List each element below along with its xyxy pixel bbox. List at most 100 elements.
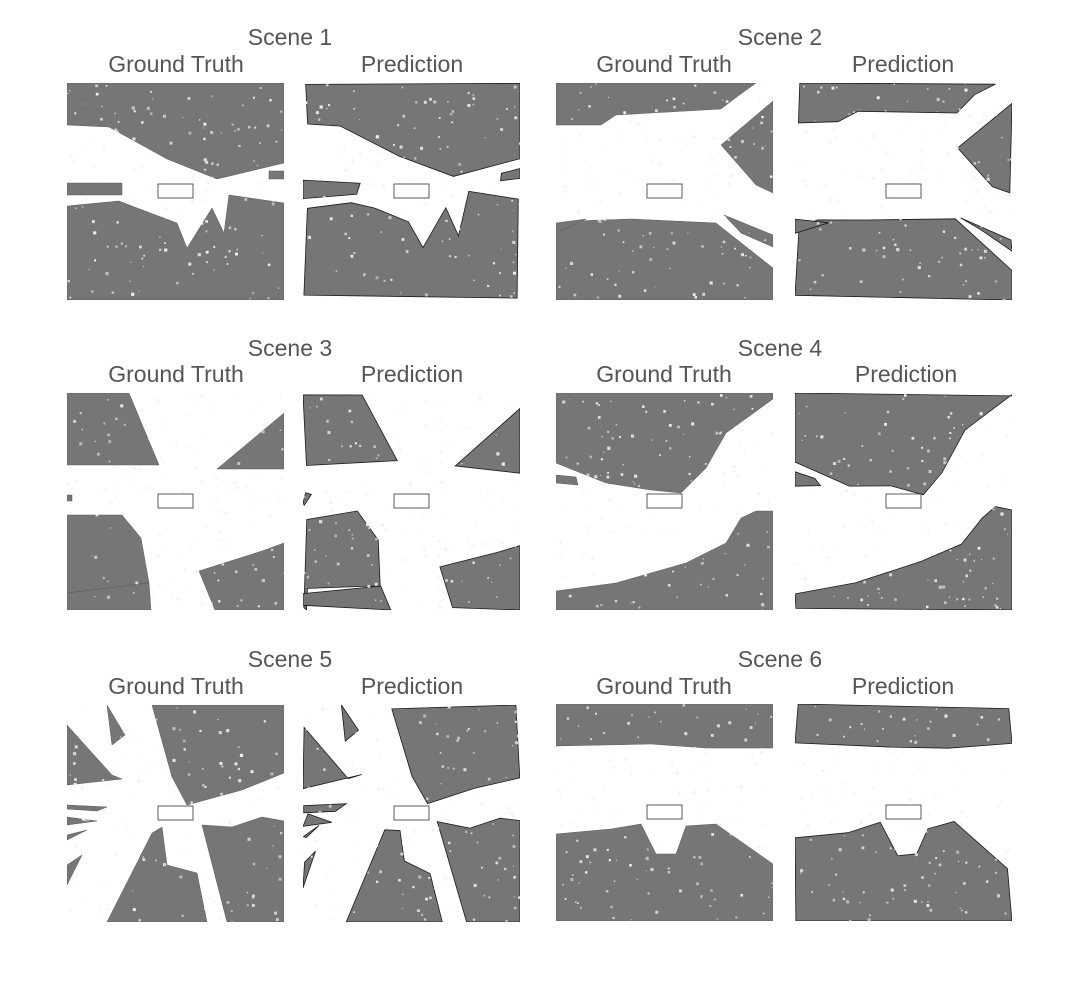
scene-1-prediction-map bbox=[303, 83, 520, 300]
scene-1-title: Scene 1 bbox=[247, 24, 333, 50]
occupied-region bbox=[151, 705, 284, 806]
speckle-noise bbox=[68, 707, 283, 922]
occupied-region bbox=[556, 218, 773, 300]
occupied-region bbox=[500, 168, 520, 182]
ego-vehicle-box bbox=[646, 183, 683, 199]
occupied-region bbox=[303, 585, 392, 610]
scene-2-ground-truth-map bbox=[556, 83, 773, 300]
occupied-region bbox=[439, 545, 520, 610]
ego-vehicle-box bbox=[393, 183, 430, 199]
speckle-noise bbox=[67, 395, 284, 608]
occupied-region bbox=[723, 214, 773, 248]
occupancy-map-svg bbox=[795, 393, 1012, 610]
occupied-region bbox=[436, 817, 520, 922]
occupied-region bbox=[201, 816, 284, 922]
speckle-noise bbox=[304, 83, 520, 300]
scene-4-prediction-label: Prediction bbox=[854, 361, 958, 387]
scene-2-ground-truth-label: Ground Truth bbox=[596, 51, 732, 77]
occupancy-map-svg bbox=[795, 704, 1012, 921]
occupancy-map-svg bbox=[67, 83, 284, 300]
speckle-noise bbox=[67, 84, 283, 300]
scene-6-ground-truth-map bbox=[556, 704, 773, 921]
occupancy-map-svg bbox=[67, 393, 284, 610]
scene-1-prediction-label: Prediction bbox=[360, 51, 464, 77]
occupied-region bbox=[216, 412, 284, 470]
occupied-region bbox=[341, 705, 359, 742]
ego-vehicle-box bbox=[885, 493, 922, 509]
occupied-region bbox=[345, 829, 443, 922]
scene-3-ground-truth-label: Ground Truth bbox=[108, 361, 244, 387]
occupied-region bbox=[67, 393, 160, 466]
scene-5-prediction-label: Prediction bbox=[360, 673, 464, 699]
scene-6-title: Scene 6 bbox=[737, 646, 823, 672]
occupancy-map-svg bbox=[303, 83, 520, 300]
scene-5-ground-truth-label: Ground Truth bbox=[108, 673, 244, 699]
occupied-region bbox=[957, 102, 1012, 194]
occupied-region bbox=[67, 854, 83, 886]
scene-4-ground-truth-map bbox=[556, 393, 773, 610]
occupied-region bbox=[67, 182, 123, 196]
scene-4-title: Scene 4 bbox=[737, 335, 823, 361]
occupied-region bbox=[67, 829, 88, 841]
scene-3-prediction-map bbox=[303, 393, 520, 610]
speckle-noise bbox=[798, 83, 1012, 300]
scene-3-title: Scene 3 bbox=[247, 335, 333, 361]
occupied-region bbox=[556, 393, 773, 494]
occupancy-map-svg bbox=[795, 83, 1012, 300]
occupied-region bbox=[556, 218, 587, 234]
speckle-noise bbox=[557, 704, 773, 921]
scene-4-ground-truth-label: Ground Truth bbox=[596, 361, 732, 387]
speckle-noise bbox=[796, 394, 1012, 610]
ego-vehicle-box bbox=[646, 493, 683, 509]
occupied-region bbox=[960, 217, 1012, 252]
ego-vehicle-box bbox=[885, 804, 922, 820]
scene-4-prediction-map bbox=[795, 393, 1012, 610]
occupancy-map-svg bbox=[67, 705, 284, 922]
occupied-region bbox=[303, 803, 348, 814]
occupied-region bbox=[556, 510, 773, 610]
occupied-region bbox=[795, 471, 822, 487]
scene-2-prediction-label: Prediction bbox=[851, 51, 955, 77]
speckle-noise bbox=[559, 394, 773, 610]
scene-5-ground-truth-map bbox=[67, 705, 284, 922]
occupied-region bbox=[391, 705, 520, 805]
ego-vehicle-box bbox=[393, 493, 430, 509]
occupied-region bbox=[67, 724, 123, 786]
occupied-region bbox=[797, 83, 996, 124]
scene-6-prediction-label: Prediction bbox=[851, 673, 955, 699]
occupied-region bbox=[303, 510, 381, 610]
occupied-region bbox=[454, 407, 520, 474]
occupancy-map-svg bbox=[303, 705, 520, 922]
ego-vehicle-box bbox=[646, 804, 683, 820]
occupancy-map-svg bbox=[556, 393, 773, 610]
occupied-region bbox=[303, 813, 332, 827]
ego-vehicle-box bbox=[393, 805, 430, 821]
speckle-noise bbox=[303, 397, 520, 609]
occupied-region bbox=[795, 704, 1012, 749]
occupied-region bbox=[556, 704, 773, 749]
occupied-region bbox=[556, 83, 757, 126]
occupied-region bbox=[556, 474, 579, 486]
occupied-region bbox=[556, 823, 773, 921]
scene-3-prediction-label: Prediction bbox=[360, 361, 464, 387]
occupied-region bbox=[67, 494, 73, 502]
scene-6-prediction-map bbox=[795, 704, 1012, 921]
occupied-region bbox=[303, 492, 313, 507]
occupied-region bbox=[303, 179, 361, 200]
scene-2-prediction-map bbox=[795, 83, 1012, 300]
ego-vehicle-box bbox=[157, 493, 194, 509]
scene-5-title: Scene 5 bbox=[247, 646, 333, 672]
occupied-region bbox=[268, 170, 284, 180]
occupied-region bbox=[67, 194, 284, 300]
occupied-region bbox=[795, 218, 829, 234]
scene-1-ground-truth-map bbox=[67, 83, 284, 300]
occupied-region bbox=[67, 83, 284, 180]
occupied-region bbox=[106, 705, 126, 746]
speckle-noise bbox=[798, 705, 1010, 921]
scene-5-prediction-map bbox=[303, 705, 520, 922]
occupied-region bbox=[303, 850, 316, 889]
ego-vehicle-box bbox=[157, 805, 194, 821]
occupied-region bbox=[303, 825, 320, 839]
occupancy-map-svg bbox=[303, 393, 520, 610]
occupied-region bbox=[720, 100, 773, 194]
